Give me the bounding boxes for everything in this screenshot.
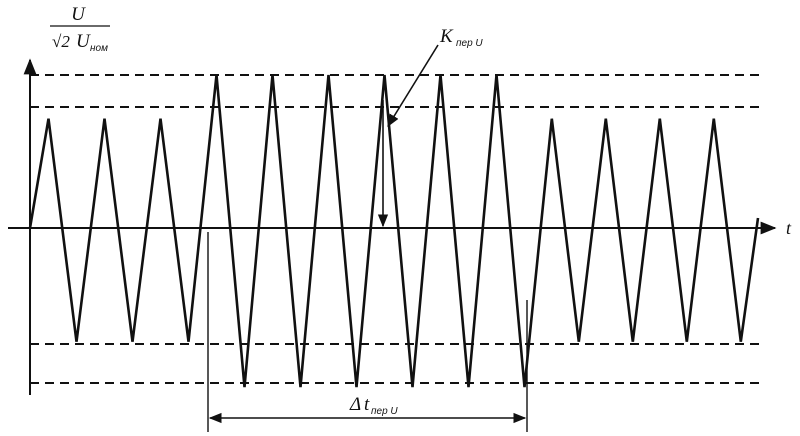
dt-label-delta: Δ [349, 394, 361, 415]
y-label-numerator: U [71, 4, 86, 25]
k-pointer-line [387, 44, 439, 128]
k-label: K [439, 26, 454, 47]
y-label-denominator: U [76, 31, 91, 52]
y-label-root: √2 [52, 32, 70, 51]
voltage-waveform [28, 74, 760, 388]
y-label-denominator-subscript: ном [90, 43, 108, 54]
dt-label: t [364, 394, 370, 415]
k-label-subscript: пер U [456, 38, 483, 49]
dt-label-subscript: пер U [371, 406, 398, 417]
x-axis-label: t [786, 218, 792, 238]
